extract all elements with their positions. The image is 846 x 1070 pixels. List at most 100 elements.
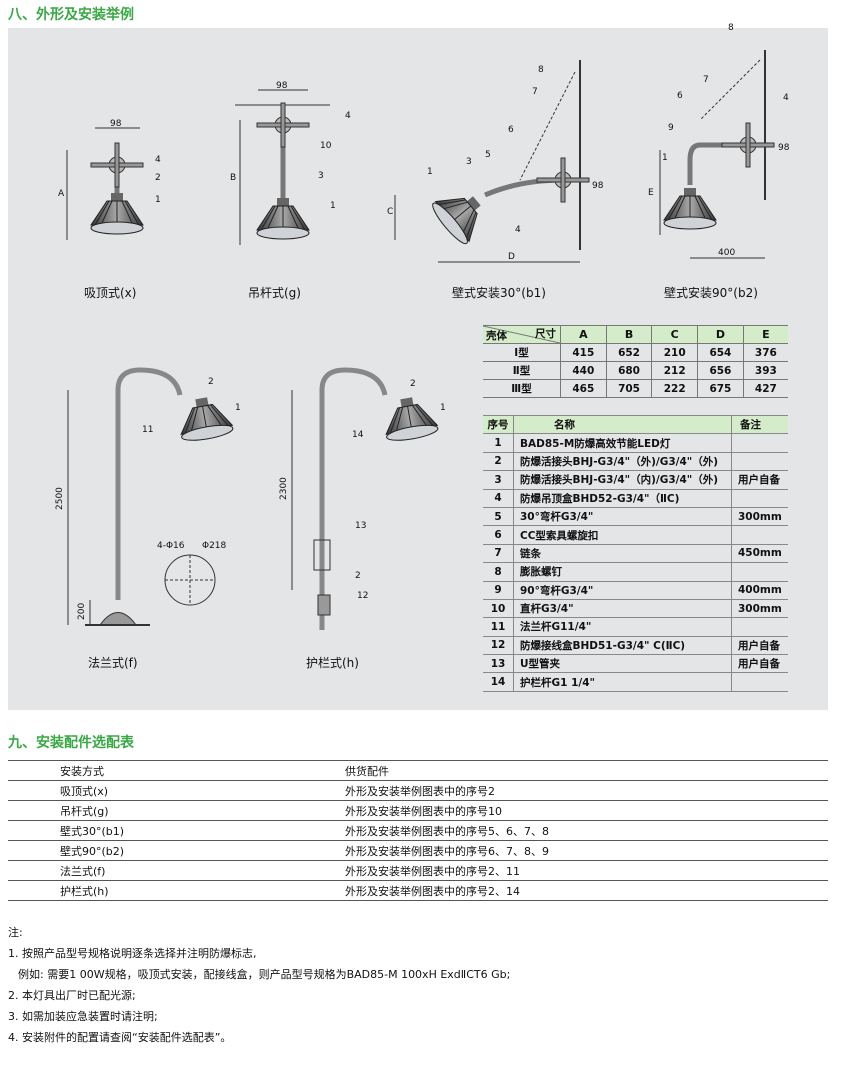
part-name: 防爆活接头BHJ-G3/4"（内)/G3/4"（外) <box>513 470 732 490</box>
dim-label: A <box>58 189 65 199</box>
cell: 415 <box>560 343 607 362</box>
part-number: 8 <box>538 65 544 75</box>
part-number: 1 <box>155 195 161 205</box>
part-number: 7 <box>483 543 514 564</box>
part-number: 13 <box>483 654 514 674</box>
dim-label: 4-Φ16 <box>157 541 185 551</box>
caption-guardrail: 护栏式(h) <box>306 655 359 670</box>
column-header: B <box>605 325 652 344</box>
part-number: 7 <box>532 87 538 97</box>
part-remark: 300mm <box>731 506 788 527</box>
table-row: 吸顶式(x)外形及安装举例图表中的序号2 <box>8 780 828 801</box>
part-number: 6 <box>483 525 514 545</box>
part-number: 1 <box>235 403 241 413</box>
note-line: 3. 如需加装应急装置时请注明; <box>8 1010 158 1023</box>
note-line: 4. 安装附件的配置请查阅“安装配件选配表”。 <box>8 1031 232 1044</box>
table-header-row: 安装方式 供货配件 <box>8 760 828 781</box>
dim-label: 98 <box>592 181 604 191</box>
part-number: 4 <box>783 93 789 103</box>
notes: 注:1. 按照产品型号规格说明逐条选择并注明防爆标志,例如: 需要1 00W规格… <box>8 922 510 1048</box>
cell: 210 <box>651 343 698 362</box>
dim-label: 200 <box>77 603 87 620</box>
part-number: 2 <box>483 451 514 472</box>
dim-label: 98 <box>276 81 288 91</box>
part-number: 10 <box>320 141 332 151</box>
dim-label: 98 <box>110 119 122 129</box>
dim-label: 2500 <box>55 487 65 510</box>
part-number: 7 <box>703 75 709 85</box>
part-number: 3 <box>483 470 514 490</box>
table-row: 法兰式(f)外形及安装举例图表中的序号2、11 <box>8 860 828 881</box>
supplied-parts: 外形及安装举例图表中的序号5、6、7、8 <box>345 820 828 841</box>
part-number: 5 <box>485 150 491 160</box>
row-type: Ⅲ型 <box>483 379 561 398</box>
part-number: 9 <box>668 123 674 133</box>
dim-label: B <box>230 173 236 183</box>
part-number: 1 <box>483 433 514 453</box>
cell: 212 <box>651 361 698 380</box>
cell: 222 <box>651 379 698 398</box>
table-header-row: 尺寸 壳体 A B C D E <box>483 325 788 344</box>
part-remark: 400mm <box>731 580 788 600</box>
part-number: 4 <box>155 155 161 165</box>
install-method: 吸顶式(x) <box>8 780 345 801</box>
part-remark <box>731 672 788 692</box>
part-number: 12 <box>357 591 368 601</box>
dim-label: E <box>648 188 654 198</box>
supplied-parts: 外形及安装举例图表中的序号10 <box>345 800 828 821</box>
part-number: 8 <box>728 23 734 33</box>
supplied-parts: 外形及安装举例图表中的序号2、14 <box>345 880 828 901</box>
part-name: 膨胀螺钉 <box>513 562 732 582</box>
column-header: 序号 <box>483 414 514 435</box>
cell: 465 <box>560 379 607 398</box>
part-remark <box>731 451 788 472</box>
cell: 675 <box>697 379 744 398</box>
part-number: 14 <box>483 672 514 692</box>
table-row: 壁式90°(b2)外形及安装举例图表中的序号6、7、8、9 <box>8 840 828 861</box>
part-name: 链条 <box>513 543 732 564</box>
cell: 705 <box>605 379 652 398</box>
corner-header: 尺寸 壳体 <box>483 326 560 343</box>
install-method: 壁式90°(b2) <box>8 840 345 861</box>
table-header-row: 序号 名称 备注 <box>483 414 788 435</box>
part-name: 防爆吊顶盒BHD52-G3/4"（ⅡC) <box>513 488 732 508</box>
install-method: 壁式30°(b1) <box>8 820 345 841</box>
part-number: 1 <box>440 403 446 413</box>
caption-wall-90: 壁式安装90°(b2) <box>664 285 758 300</box>
cell: 376 <box>742 343 788 362</box>
part-number: 4 <box>483 488 514 508</box>
table-row: 壁式30°(b1)外形及安装举例图表中的序号5、6、7、8 <box>8 820 828 841</box>
part-number: 6 <box>677 91 683 101</box>
note-line: 2. 本灯具出厂时已配光源; <box>8 989 136 1002</box>
part-number: 3 <box>318 171 324 181</box>
part-number: 4 <box>515 225 521 235</box>
supplied-parts: 外形及安装举例图表中的序号2、11 <box>345 860 828 881</box>
row-type: Ⅱ型 <box>483 361 561 380</box>
part-number: 11 <box>142 425 153 435</box>
cell: 440 <box>560 361 607 380</box>
part-number: 11 <box>483 617 514 637</box>
dim-label: C <box>387 207 393 217</box>
part-number: 1 <box>662 153 668 163</box>
part-number: 8 <box>483 562 514 582</box>
column-header: 供货配件 <box>345 760 828 781</box>
part-number: 5 <box>483 506 514 527</box>
installation-diagrams: 98 A 4 2 1 98 B 4 10 3 1 8 7 6 5 3 1 4 9… <box>55 23 790 670</box>
part-number: 3 <box>466 157 472 167</box>
cell: 393 <box>742 361 788 380</box>
dim-label: D <box>508 252 515 262</box>
dim-label: 400 <box>718 248 735 258</box>
part-number: 9 <box>483 580 514 600</box>
supplied-parts: 外形及安装举例图表中的序号6、7、8、9 <box>345 840 828 861</box>
part-number: 2 <box>410 379 416 389</box>
